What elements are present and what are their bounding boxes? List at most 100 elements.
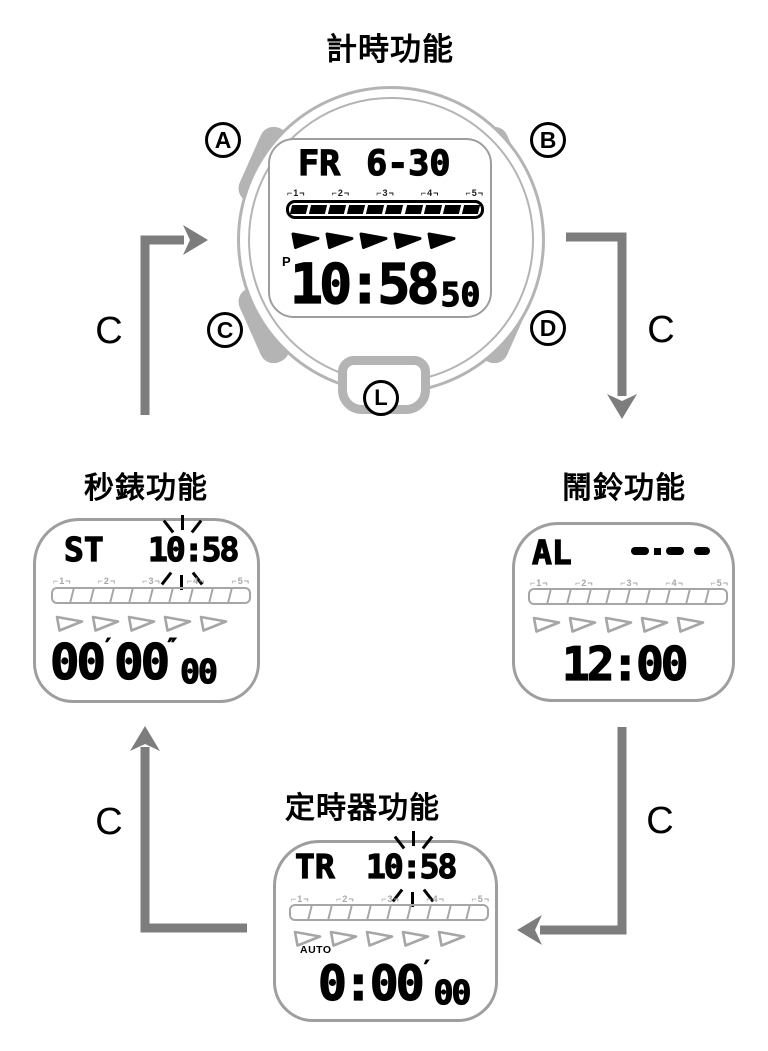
cursor-triangle-icon [401, 930, 430, 947]
elapsed-minutes: 00 [49, 634, 106, 692]
title-timekeeping-mode: 計時功能 [326, 32, 454, 67]
button-label-c: C [207, 312, 243, 348]
segment-scale-labels: 1 2 3 4 5 [530, 579, 728, 588]
minute-mark: ′ [102, 634, 115, 659]
cursor-triangle-icon [437, 930, 466, 947]
segment-bar-empty [528, 588, 728, 605]
cursor-triangle-icon [676, 616, 705, 633]
cursor-triangle-icon [427, 232, 456, 249]
alarm-unset-dashes [631, 547, 710, 555]
arrowhead-down [607, 394, 637, 419]
cursor-triangle-icon [359, 232, 388, 249]
button-label-b: B [530, 122, 566, 158]
button-label-l: L [363, 380, 399, 416]
timekeeping-display: FR 6-30 12345 P 10:58 50 [268, 138, 492, 318]
scale-label: 3 [376, 189, 394, 198]
cursor-triangle-icon [393, 232, 422, 249]
scale-label: 5 [710, 579, 728, 588]
arrowhead-right [183, 225, 208, 255]
cursor-triangle-icon [293, 930, 322, 947]
scale-label: 2 [575, 579, 593, 588]
minute-mark: ′ [420, 956, 433, 981]
scale-label: 4 [421, 189, 439, 198]
cursor-triangles-outline [531, 611, 706, 633]
c-button-label-top-left: C [95, 310, 123, 352]
auto-repeat-indicator: AUTO [300, 944, 332, 956]
cursor-triangles-outline [54, 610, 229, 632]
title-alarm-mode: 鬧鈴功能 [562, 472, 686, 505]
scale-label: 5 [471, 895, 489, 904]
button-label-a: A [205, 122, 241, 158]
scale-label: 2 [336, 895, 354, 904]
scale-label: 3 [142, 577, 160, 586]
cursor-triangle-icon [91, 615, 120, 632]
segment-bar-empty [289, 904, 489, 921]
segment-bar-filled [286, 200, 484, 219]
arrow-stopwatch-to-timekeeping [140, 235, 184, 415]
current-time: 10:58 [289, 251, 440, 316]
arrow-timekeeping-to-alarm [566, 232, 627, 396]
stopwatch-display: ST 10:58 1 2 3 4 5 00 ′ 00 ″ 00 [33, 515, 260, 703]
timer-display: TR 10:58 1 2 3 4 5 AUTO 0:00 ′ 00 [273, 831, 498, 1022]
scale-label: 1 [287, 189, 305, 198]
cursor-triangle-icon [365, 930, 394, 947]
countdown-main: 0:00 [317, 956, 425, 1013]
cursor-triangle-icon [199, 615, 228, 632]
scale-label: 4 [426, 895, 444, 904]
date: 6-30 [366, 144, 452, 184]
cursor-triangle-icon [291, 232, 320, 249]
cursor-triangles-outline [292, 925, 467, 947]
cursor-triangle-icon [532, 616, 561, 633]
stopwatch-current-time: 10:58 [147, 530, 240, 569]
stopwatch-mode-indicator: ST [63, 530, 104, 569]
cursor-triangle-icon [55, 615, 84, 632]
alarm-display: AL 12345 12:00 [512, 522, 735, 702]
elapsed-hundredths: 00 [180, 651, 219, 691]
segment-scale-labels: 1 2 3 4 5 [291, 895, 489, 904]
cursor-triangle-icon [640, 616, 669, 633]
arrowhead-left [517, 915, 542, 945]
cursor-triangle-icon [127, 615, 156, 632]
title-timer-mode: 定時器功能 [285, 792, 440, 825]
scale-label: 2 [98, 577, 116, 586]
scale-label: 5 [465, 189, 483, 198]
cursor-triangle-icon [329, 930, 358, 947]
arrowhead-up [130, 726, 160, 751]
cursor-triangle-icon [163, 615, 192, 632]
current-time-row: 10:58 50 [289, 251, 481, 316]
scale-label: 1 [291, 895, 309, 904]
segment-scale-labels: 1 2 3 4 5 [53, 577, 249, 586]
scale-label: 1 [53, 577, 71, 586]
scale-label: 4 [187, 577, 205, 586]
c-button-label-bottom-right: C [646, 800, 674, 842]
button-label-d: D [530, 310, 566, 346]
cursor-triangle-icon [568, 616, 597, 633]
day-date-row: FR 6-30 [297, 144, 452, 184]
timer-mode-indicator: TR [294, 847, 335, 886]
scale-label: 4 [665, 579, 683, 588]
cursor-triangle-icon [325, 232, 354, 249]
day-of-week: FR [297, 144, 341, 184]
segment-scale-labels: 12345 [287, 189, 483, 198]
timer-current-time: 10:58 [365, 847, 458, 886]
pm-indicator: P [282, 254, 291, 269]
scale-label: 1 [530, 579, 548, 588]
scale-label: 5 [231, 577, 249, 586]
elapsed-seconds: 00 [113, 634, 170, 692]
title-stopwatch-mode: 秒錶功能 [84, 472, 208, 505]
second-mark: ″ [166, 634, 179, 659]
c-button-label-top-right: C [647, 309, 675, 351]
scale-label: 3 [620, 579, 638, 588]
scale-label: 3 [381, 895, 399, 904]
arrow-alarm-to-timer [540, 727, 627, 935]
arrow-timer-to-stopwatch [140, 747, 247, 933]
countdown-seconds: 00 [433, 972, 472, 1012]
cursor-triangles-filled [290, 227, 457, 249]
c-button-label-bottom-left: C [95, 801, 123, 843]
alarm-time: 12:00 [561, 637, 689, 692]
timer-countdown-row: 0:00 ′ 00 [317, 956, 472, 1013]
stopwatch-elapsed-row: 00 ′ 00 ″ 00 [49, 634, 219, 692]
current-seconds: 50 [440, 274, 481, 314]
segment-bar-empty [51, 587, 251, 604]
